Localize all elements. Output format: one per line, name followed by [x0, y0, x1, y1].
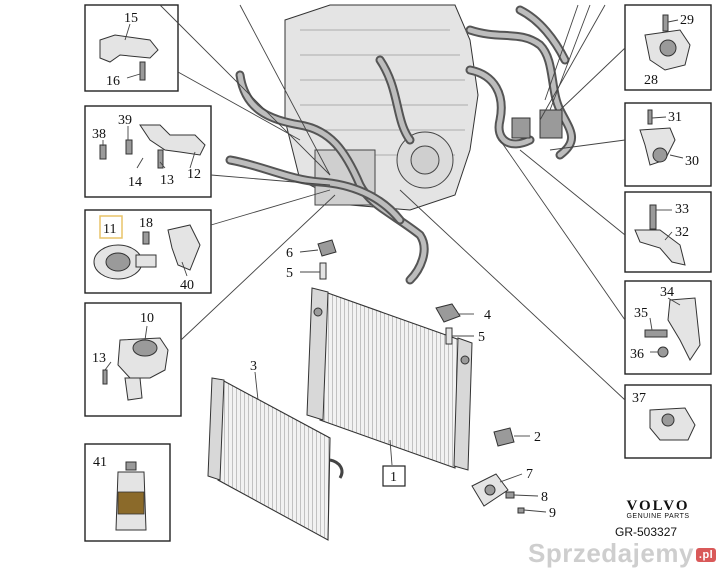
condenser-assembly — [207, 377, 344, 541]
callout-1-box — [382, 465, 406, 487]
brand-tagline: GENUINE PARTS — [626, 513, 690, 520]
callout-13-upper: 13 — [160, 173, 174, 188]
callout-29: 29 — [680, 13, 694, 28]
callout-37: 37 — [632, 391, 646, 406]
callout-35: 35 — [634, 306, 648, 321]
callout-15: 15 — [124, 11, 138, 26]
callout-13-lower: 13 — [92, 351, 106, 366]
box-valve-37 — [624, 384, 712, 459]
callout-6: 6 — [286, 246, 293, 261]
callout-5-right: 5 — [478, 330, 485, 345]
callout-32: 32 — [675, 225, 689, 240]
callout-12: 12 — [187, 167, 201, 182]
callout-3: 3 — [250, 359, 257, 374]
callout-1: 1 — [390, 470, 397, 485]
callout-34: 34 — [660, 285, 674, 300]
callout-30: 30 — [685, 154, 699, 169]
callout-39: 39 — [118, 113, 132, 128]
diagram-reference: GR-503327 — [615, 525, 678, 539]
callout-40: 40 — [180, 278, 194, 293]
volvo-logo: VOLVO GENUINE PARTS — [612, 498, 704, 520]
callout-5-left: 5 — [286, 266, 293, 281]
callout-36: 36 — [630, 347, 644, 362]
callout-10: 10 — [140, 311, 154, 326]
callout-38: 38 — [92, 127, 106, 142]
callout-14: 14 — [128, 175, 142, 190]
engine-assembly — [225, 4, 576, 285]
callout-11: 11 — [103, 222, 116, 237]
callout-9: 9 — [549, 506, 556, 521]
highlight-11 — [99, 215, 123, 239]
callout-16: 16 — [106, 74, 120, 89]
watermark-suffix: .pl — [695, 548, 717, 563]
callout-7: 7 — [526, 467, 533, 482]
brand-name: VOLVO — [626, 498, 690, 514]
callout-33: 33 — [675, 202, 689, 217]
callout-8: 8 — [541, 490, 548, 505]
callout-28: 28 — [644, 73, 658, 88]
callout-31: 31 — [668, 110, 682, 125]
callout-41: 41 — [93, 455, 107, 470]
watermark-text: Sprzedajemy — [528, 538, 694, 568]
callout-2: 2 — [534, 430, 541, 445]
radiator-assembly — [306, 287, 473, 471]
callout-4: 4 — [484, 308, 491, 323]
watermark: Sprzedajemy.pl — [528, 538, 717, 569]
callout-18: 18 — [139, 216, 153, 231]
